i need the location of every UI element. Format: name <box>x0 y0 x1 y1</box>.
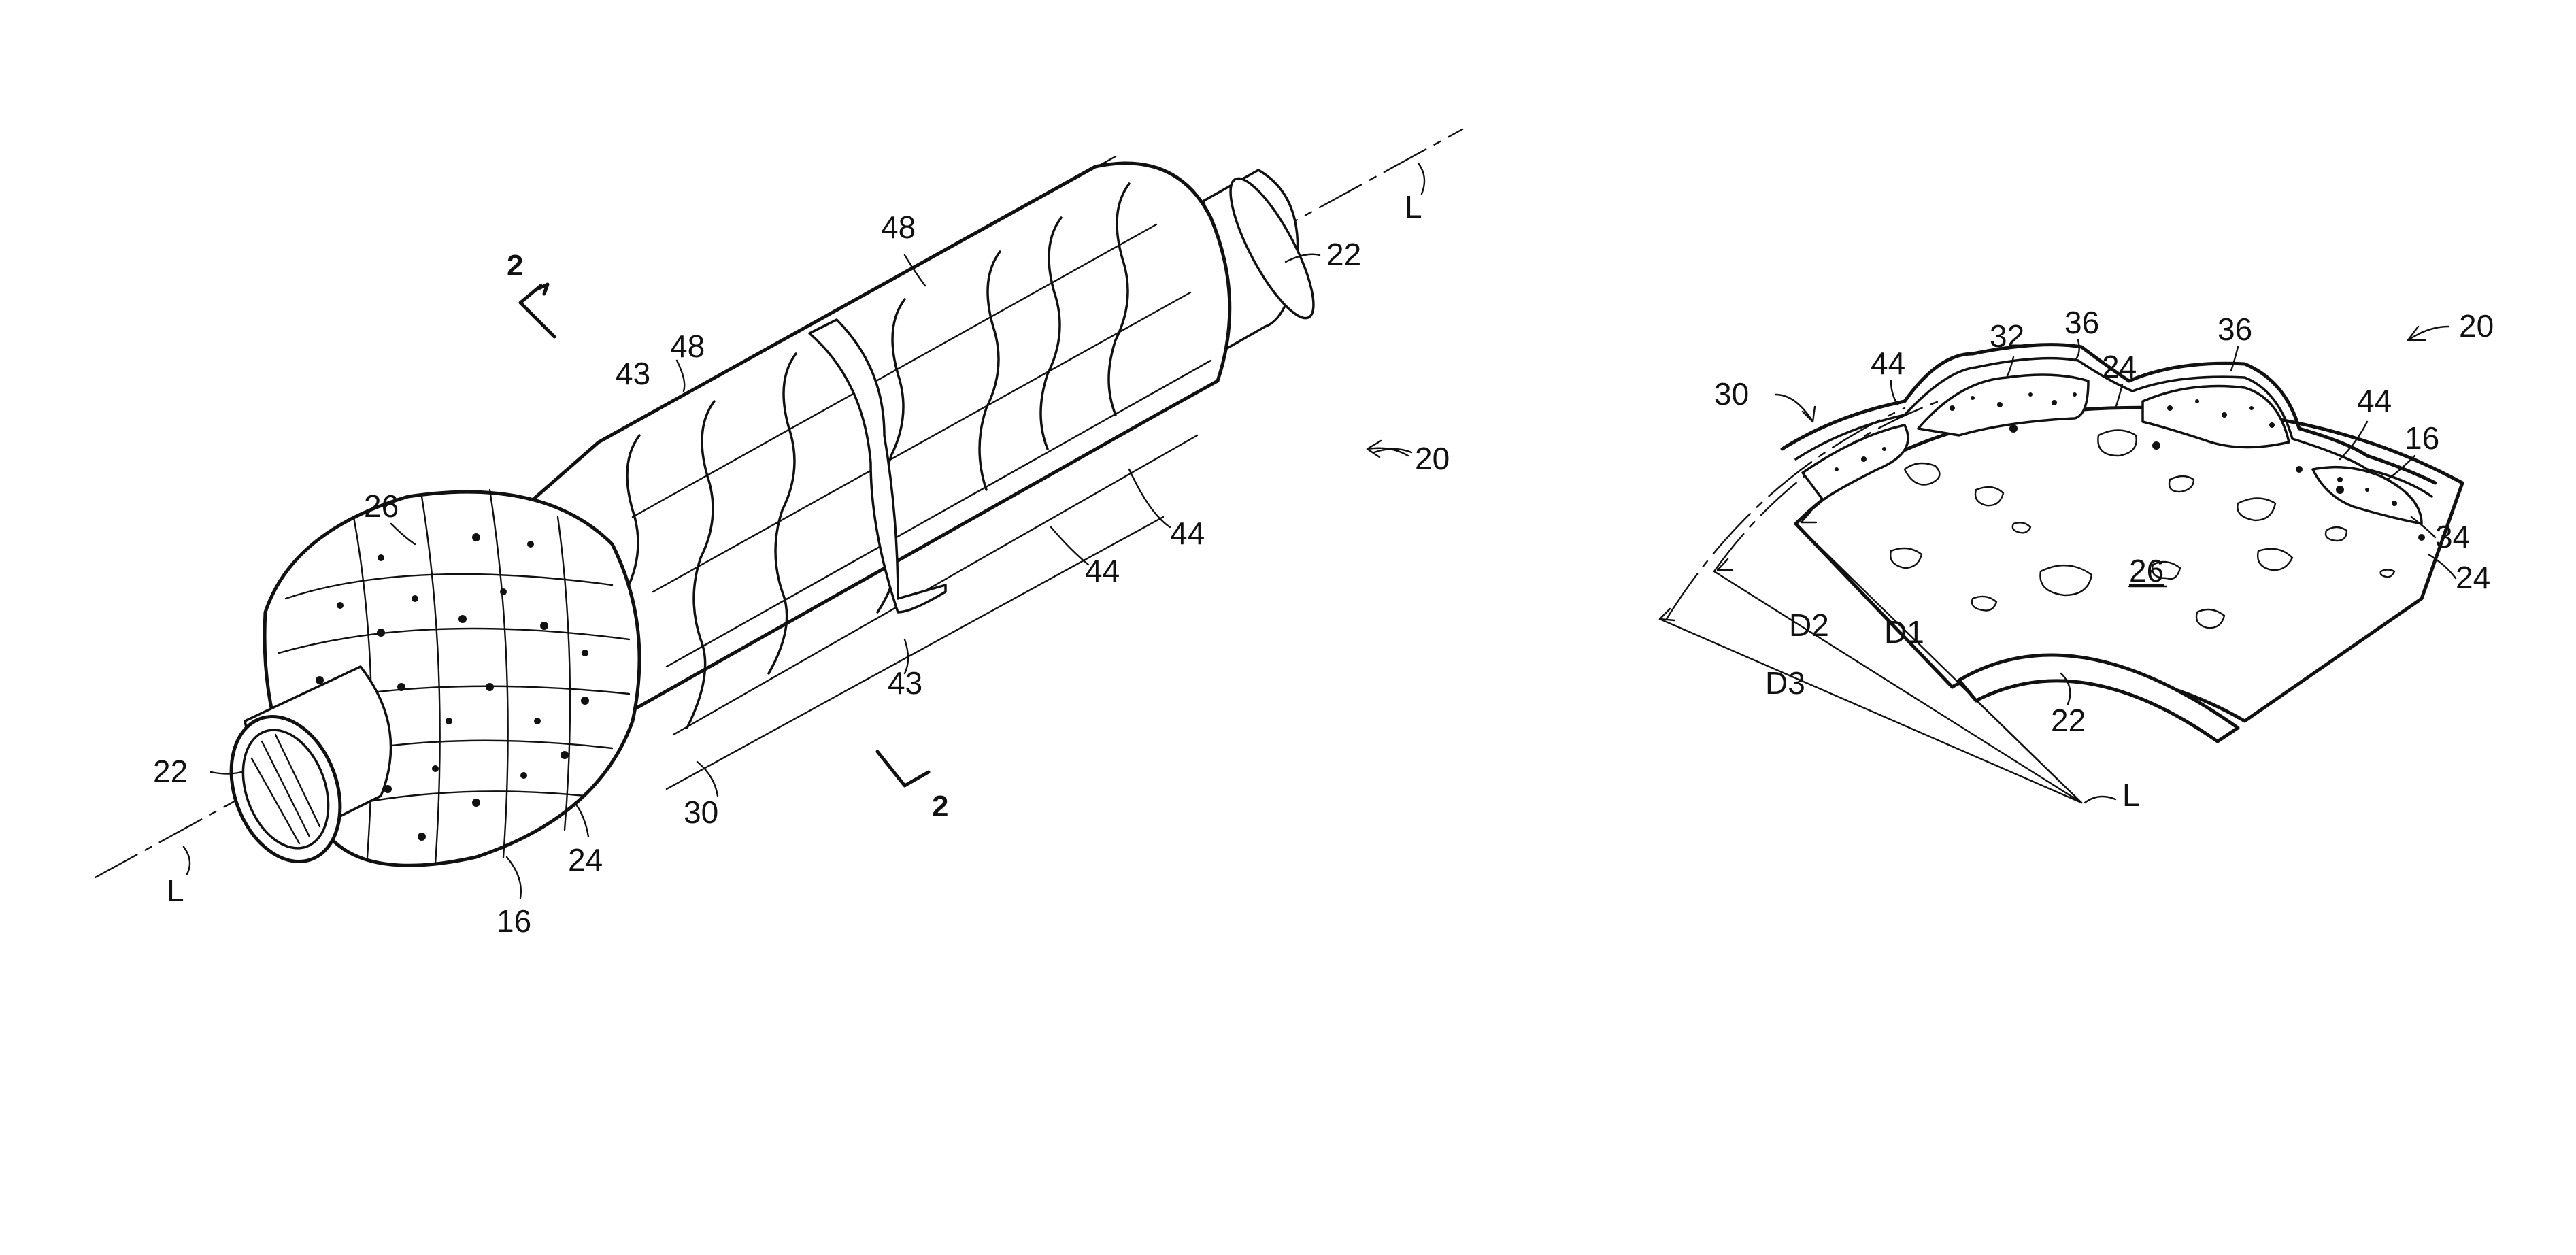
dimension-arrows <box>1660 512 1816 620</box>
label-36-a: 36 <box>2064 305 2099 340</box>
label-L-right-view: L <box>2122 777 2140 813</box>
label-L-left: L <box>167 873 184 908</box>
label-22-right: 22 <box>1326 237 1361 272</box>
label-48-upper: 48 <box>881 210 916 245</box>
section-label: 2 <box>932 790 948 823</box>
label-30-right: 30 <box>1714 376 1749 412</box>
label-16-right: 16 <box>2405 420 2439 456</box>
label-32: 32 <box>1990 318 2024 354</box>
label-26-right: 26 <box>2129 553 2164 588</box>
label-44-a: 44 <box>1170 516 1205 551</box>
label-26: 26 <box>364 488 399 524</box>
label-34: 34 <box>2435 519 2470 554</box>
label-20-right-view: 20 <box>2459 308 2494 344</box>
label-43-lower: 43 <box>888 665 922 701</box>
label-20-left-view: 20 <box>1415 441 1450 476</box>
label-36-b: 36 <box>2218 312 2252 347</box>
label-D2: D2 <box>1789 607 1829 643</box>
section-indicator-top: 2 <box>507 249 554 337</box>
ref-20-arrow <box>2408 327 2449 340</box>
label-24-b: 24 <box>2456 560 2490 595</box>
label-L-right: L <box>1405 189 1422 224</box>
label-43-upper: 43 <box>616 356 650 391</box>
label-24-a: 24 <box>2102 349 2137 384</box>
cross-section-view: 20 32 36 36 44 24 30 44 16 34 26 24 D2 D… <box>1660 305 2494 813</box>
label-D1: D1 <box>1884 614 1924 650</box>
label-D3: D3 <box>1765 665 1805 701</box>
label-22-left: 22 <box>153 754 188 789</box>
label-30: 30 <box>684 794 718 830</box>
label-44-a: 44 <box>1871 346 1905 381</box>
section-label: 2 <box>507 249 523 282</box>
cylinder-view: 2 2 22 L 48 48 <box>95 129 1462 939</box>
label-22-right-view: 22 <box>2051 703 2086 738</box>
label-44-b: 44 <box>2357 383 2392 418</box>
label-48-mid: 48 <box>670 329 705 364</box>
label-44-b: 44 <box>1085 553 1120 588</box>
ref-30-arrow <box>1775 395 1815 422</box>
label-16: 16 <box>497 903 531 939</box>
label-24: 24 <box>568 842 603 877</box>
section-indicator-bottom: 2 <box>877 752 948 823</box>
